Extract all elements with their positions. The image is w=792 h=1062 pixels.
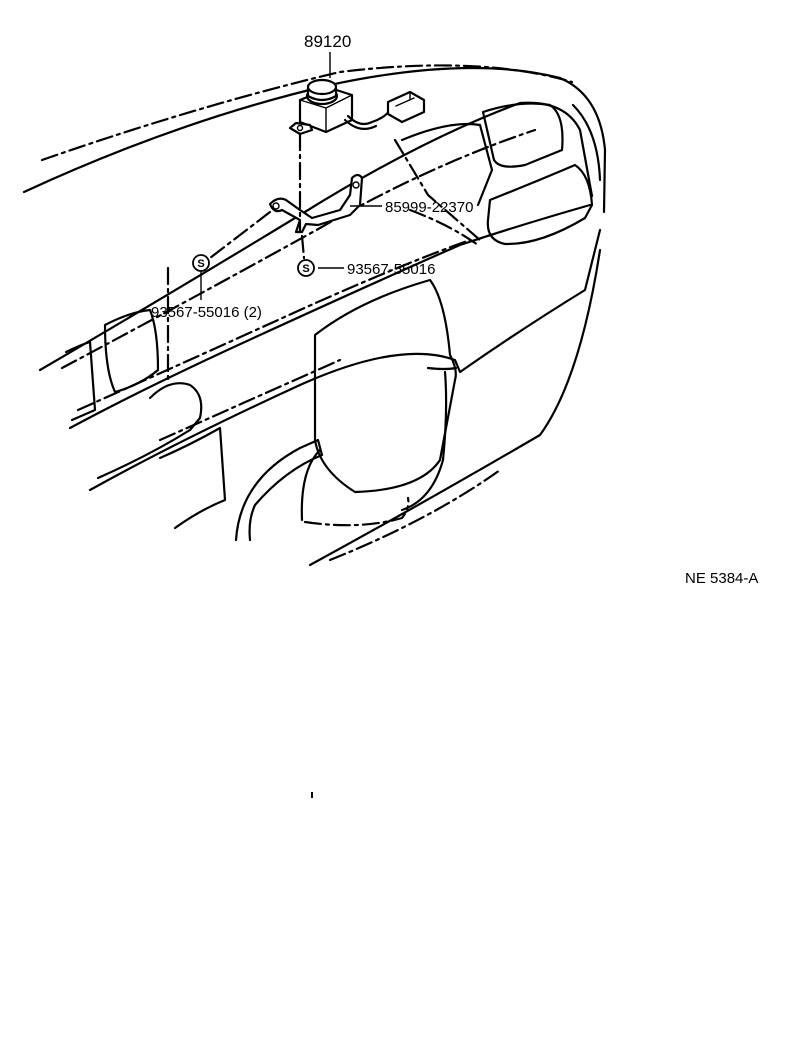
horn-mount-tab [288,121,314,136]
bracket-body [268,173,364,234]
dash-crease-phantom-2 [408,208,480,247]
vehicle-body-outline [22,64,607,567]
right-lower-body-line [308,248,602,567]
screw-right-symbol: S [302,263,309,275]
screw-left: S [192,254,210,300]
upper-middle-panel [400,122,494,207]
horn-wire-2 [343,118,378,131]
horn-connector [386,90,426,124]
dash-lower-phantom [158,358,342,442]
lower-console-curve [234,438,324,542]
upper-right-panel [481,102,564,168]
upper-frame-line [38,101,594,372]
dash-lower-line [88,228,602,492]
label-screw-right-part-number: 93567-55016 [347,261,435,278]
label-bracket-part-number: 85999-22370 [385,199,473,216]
lower-console-phantom [303,496,410,527]
bracket-hole-left [272,202,280,210]
roof-line [22,66,607,214]
screw-left-symbol: S [197,258,204,270]
right-lower-phantom [328,468,502,562]
steering-wheel-pad [313,278,457,494]
install-line-screw [300,234,306,260]
left-knee-panel [96,382,203,480]
upper-frame-phantom [60,128,537,370]
left-lower-panel [158,426,227,530]
horn-cap-top [306,78,338,96]
roof-phantom-line [40,64,574,162]
bracket-hole-top [352,181,360,189]
lower-console-inner [300,448,322,522]
horn-assembly [288,52,426,136]
a-pillar-right [571,103,602,182]
screw-right-icon [297,259,315,277]
stray-mark [311,792,313,798]
install-line-left-screw [208,210,272,260]
left-instrument-window [103,308,160,394]
horn-body-edges [299,94,353,133]
horn-mount-hole [296,124,304,132]
label-horn-part-number: 89120 [304,32,351,51]
label-reference-code: NE 5384-A [685,570,758,587]
label-screw-left-part-number: 93567-55016 (2) [151,304,262,321]
horn-connector-detail [395,91,415,107]
steering-column-edge [400,370,448,512]
dash-crease-phantom [393,138,482,242]
horn-wire [346,106,394,126]
steering-pad-detail [426,366,458,371]
screw-right: S [297,259,315,277]
right-air-vent [486,163,594,246]
dash-top-line [68,203,592,430]
left-gauge-panel [64,340,97,422]
bracket-assembly [208,132,382,260]
